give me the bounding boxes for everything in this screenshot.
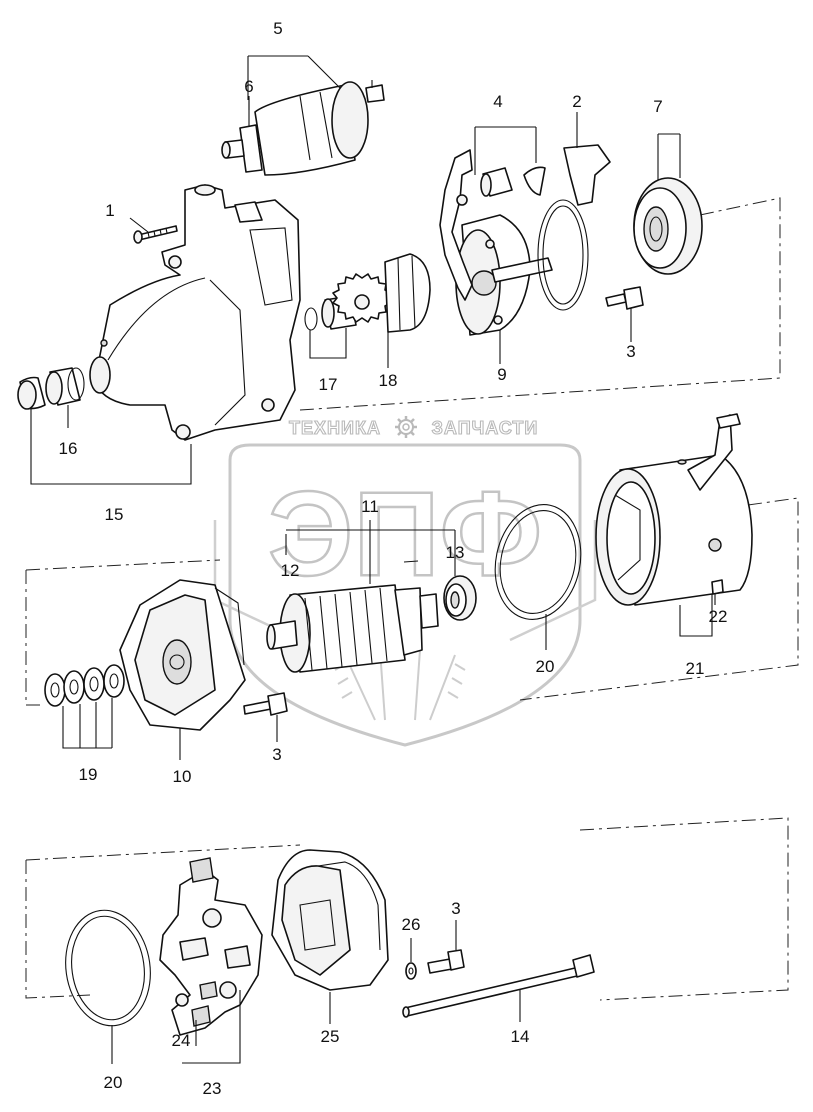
- callout-20-lower: 20: [104, 1073, 123, 1092]
- part-21-field-frame: [595, 413, 753, 606]
- part-9-drive-clutch: [455, 214, 553, 336]
- callout-9: 9: [497, 365, 506, 384]
- part-4-shift-lever: [439, 149, 546, 301]
- callout-19: 19: [79, 765, 98, 784]
- callout-21: 21: [686, 659, 705, 678]
- part-16-bushing-set: [17, 367, 85, 410]
- callout-13: 13: [446, 543, 465, 562]
- callout-labels: 5 6 1 4 2 7 3 9 18 17 16 15 11 12 13 20 …: [59, 19, 728, 1098]
- part-23-brush-holder: [159, 857, 263, 1036]
- part-10-drive-end-shield: [119, 579, 246, 731]
- group-boundaries: [25, 197, 799, 1001]
- callout-2: 2: [572, 92, 581, 111]
- part-20-seal-ring-lower: [65, 909, 151, 1027]
- part-14-through-bolt: [402, 954, 595, 1018]
- part-19-washer-set: [44, 664, 125, 707]
- callout-6: 6: [244, 77, 253, 96]
- gear-icon: [395, 416, 417, 438]
- callout-4: 4: [493, 92, 502, 111]
- callout-18: 18: [379, 371, 398, 390]
- callout-17: 17: [319, 375, 338, 394]
- callout-3-bottom: 3: [451, 899, 460, 918]
- callout-24: 24: [172, 1031, 191, 1050]
- callout-5: 5: [273, 19, 282, 38]
- callout-12: 12: [281, 561, 300, 580]
- part-15-drive-housing: [89, 184, 301, 441]
- part-24-brush: [191, 1005, 211, 1027]
- part-3-bolt-top: [605, 286, 644, 310]
- callout-3-top: 3: [626, 342, 635, 361]
- part-13-armature-bearing: [443, 575, 477, 621]
- callout-20-upper: 20: [536, 657, 555, 676]
- watermark-emblem-text: ЭПФ: [268, 467, 542, 601]
- part-20-seal-ring-upper: [494, 504, 582, 620]
- watermark-left-text: ТЕХНИКА: [289, 418, 381, 438]
- part-3-bolt-bottom: [427, 949, 465, 974]
- callout-7: 7: [653, 97, 662, 116]
- callout-22: 22: [709, 607, 728, 626]
- part-7-bearing: [633, 177, 703, 275]
- part-3-bolt-middle: [243, 692, 288, 716]
- callout-10: 10: [173, 767, 192, 786]
- callout-26: 26: [402, 915, 421, 934]
- part-12-armature-shaft: [403, 560, 419, 563]
- callout-11: 11: [361, 497, 379, 516]
- part-22-terminal: [711, 579, 724, 595]
- callout-15: 15: [105, 505, 124, 524]
- part-11-armature: [266, 584, 439, 673]
- part-1-screw: [133, 225, 178, 244]
- callout-14: 14: [511, 1027, 530, 1046]
- callout-23: 23: [203, 1079, 222, 1098]
- watermark: ЭПФ ТЕХНИКА ЗАПЧАСТИ: [213, 416, 597, 747]
- callout-16: 16: [59, 439, 78, 458]
- callout-25: 25: [321, 1027, 340, 1046]
- part-25-end-cover: [271, 849, 389, 991]
- watermark-shield: [228, 443, 582, 747]
- part-5-solenoid: [221, 80, 385, 176]
- leader-lines: [30, 55, 716, 1064]
- part-26-lock-washer: [405, 962, 417, 980]
- part-18-pinion-gear: [332, 253, 431, 333]
- callout-3-middle: 3: [272, 745, 281, 764]
- callout-1: 1: [105, 201, 114, 220]
- part-2-shift-fork: [537, 144, 611, 311]
- watermark-right-text: ЗАПЧАСТИ: [432, 418, 539, 438]
